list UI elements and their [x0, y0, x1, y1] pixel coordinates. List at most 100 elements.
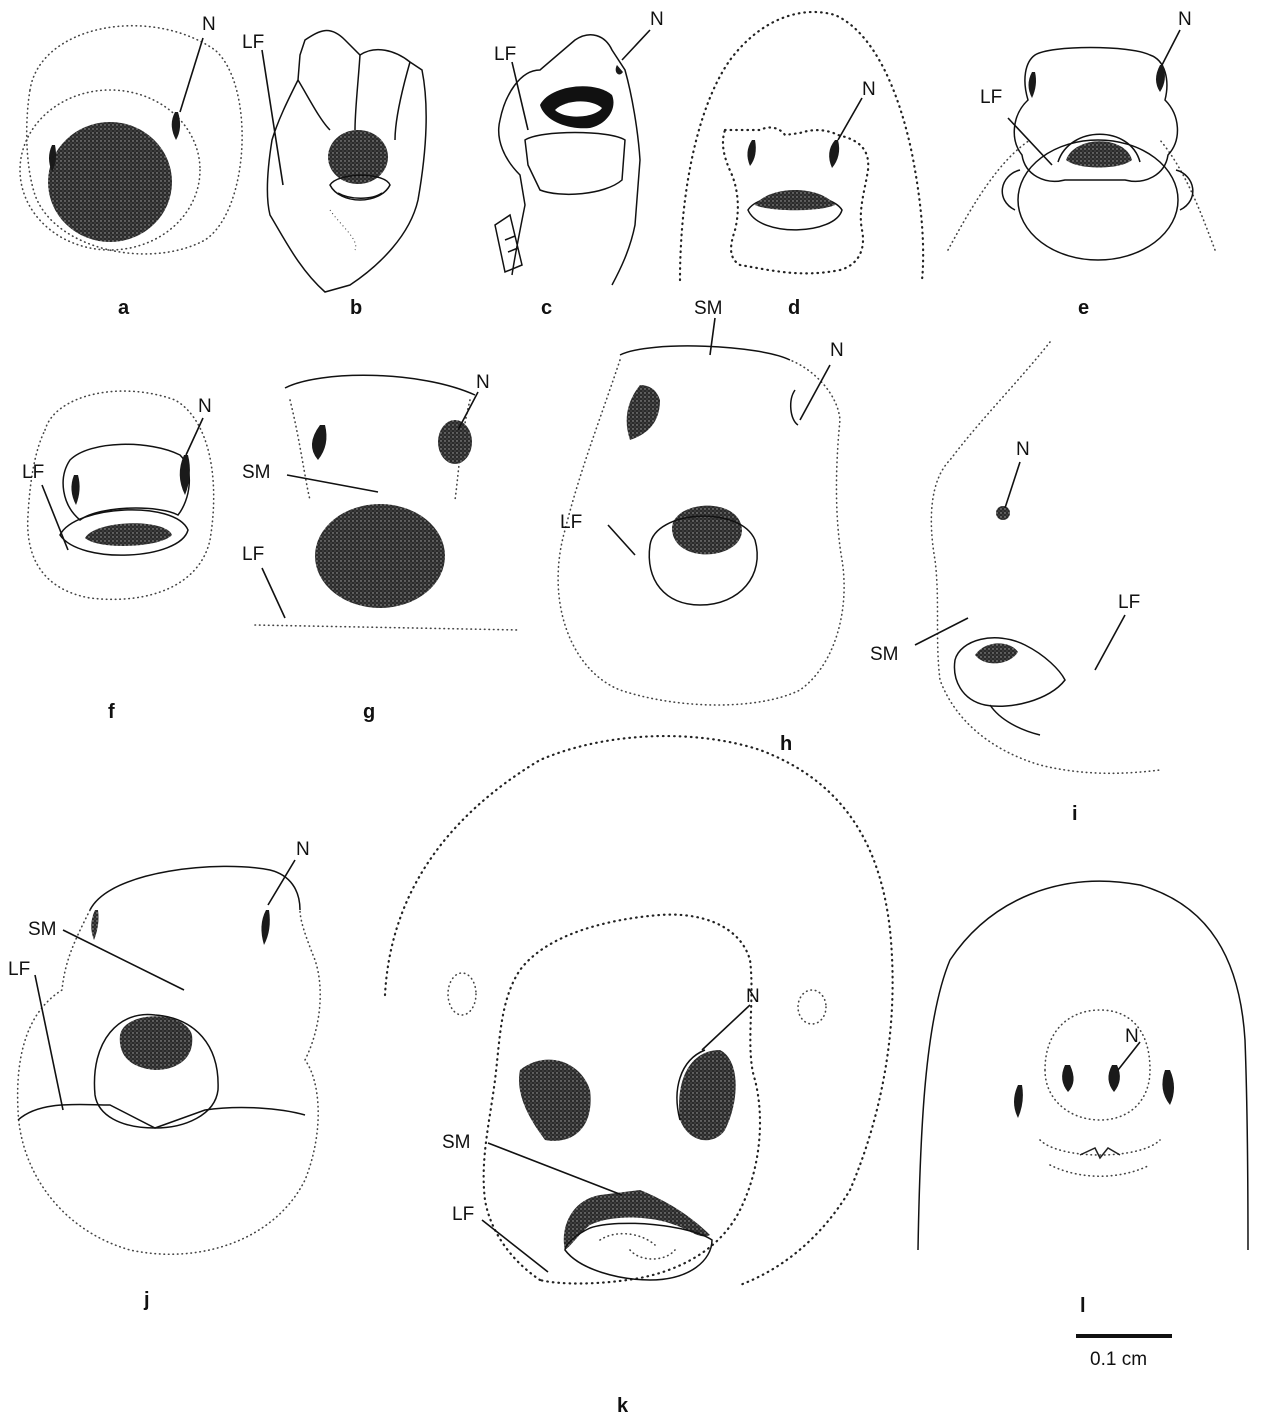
panel-g-naris-left	[312, 425, 327, 460]
panel-f: N LF f	[22, 391, 214, 723]
panel-c-label-n: N	[650, 9, 664, 30]
panel-g-naris-right	[438, 420, 472, 464]
panel-h-letter: h	[780, 733, 792, 755]
panel-c-lf-pointer	[512, 62, 528, 130]
panel-b-stipple	[330, 210, 356, 250]
panel-j-lip-line	[18, 1104, 305, 1128]
panel-g-top-outline	[285, 375, 475, 395]
panel-g-sm-pointer	[287, 475, 378, 492]
panel-l: N l 0.1 cm	[918, 881, 1248, 1370]
panel-c: N LF c	[494, 9, 664, 319]
panel-f-mouth	[85, 523, 172, 546]
panel-b-letter: b	[350, 297, 362, 319]
panel-g-lf-pointer	[262, 568, 285, 618]
panel-k-lower-lip	[565, 1223, 712, 1280]
panel-d-naris-left	[747, 140, 755, 166]
panel-b-folds	[298, 55, 410, 140]
panel-e: N LF e	[948, 9, 1215, 319]
panel-g-label-n: N	[476, 372, 490, 393]
panel-e-letter: e	[1078, 297, 1089, 319]
panel-e-lateral	[1002, 170, 1193, 210]
panel-l-label-n: N	[1125, 1026, 1139, 1047]
panel-k-label-sm: SM	[442, 1132, 471, 1153]
panel-f-label-n: N	[198, 396, 212, 417]
panel-k-letter: k	[617, 1395, 629, 1417]
panel-e-label-n: N	[1178, 9, 1192, 30]
panel-j-head	[18, 910, 321, 1254]
panel-k-lip-detail	[600, 1234, 675, 1259]
panel-c-n-pointer	[622, 30, 650, 60]
panel-d-letter: d	[788, 297, 800, 319]
panel-l-eye-right	[1162, 1070, 1174, 1105]
panel-i-label-n: N	[1016, 439, 1030, 460]
panel-a-mouth	[48, 122, 172, 242]
panel-i-label-lf: LF	[1118, 592, 1140, 613]
panel-c-lower-lip	[525, 133, 625, 195]
panel-h-n-pointer	[800, 365, 830, 420]
panel-i-naris	[996, 506, 1010, 520]
panel-b: LF b	[242, 31, 426, 319]
panel-i: N SM LF i	[870, 342, 1160, 825]
panel-e-mouth	[1066, 141, 1132, 167]
panel-d-naris-right	[829, 140, 839, 168]
panel-g-mouth	[315, 504, 445, 608]
panel-k-eye-left	[448, 973, 476, 1015]
panel-h-top-outline	[620, 346, 790, 360]
panel-d-label-n: N	[862, 79, 876, 100]
panel-e-naris-right	[1156, 65, 1165, 92]
panel-k-label-n: N	[746, 986, 760, 1007]
panel-l-head-outline	[918, 881, 1248, 1250]
panel-g-label-sm: SM	[242, 462, 271, 483]
panel-j-label-sm: SM	[28, 919, 57, 940]
panel-j-lf-pointer	[35, 975, 63, 1110]
panel-l-mouth	[1080, 1148, 1120, 1158]
panel-k-lf-pointer	[482, 1220, 548, 1272]
panel-j-label-n: N	[296, 839, 310, 860]
panel-a-label-n: N	[202, 14, 216, 35]
panel-d-mouth	[755, 190, 835, 210]
panel-d: N d	[680, 12, 923, 319]
panel-k-eye-right	[798, 990, 826, 1024]
panel-f-letter: f	[108, 701, 115, 723]
panel-e-n-pointer	[1162, 30, 1180, 65]
panel-f-naris-left	[71, 475, 79, 505]
panel-h-lf-pointer	[608, 525, 635, 555]
panel-a-naris-right	[172, 112, 180, 140]
panel-a: N a	[20, 14, 242, 319]
panel-h-naris-left	[627, 385, 660, 440]
panel-a-n-pointer	[180, 38, 203, 112]
panel-h-mouth	[672, 506, 742, 555]
panel-h-sm-pointer	[710, 318, 715, 355]
panel-j-sm-pointer	[63, 930, 184, 990]
panel-j-naris-left	[91, 910, 98, 940]
panel-d-n-pointer	[838, 98, 862, 140]
panel-g-n-pointer	[458, 392, 478, 430]
scale-bar-label: 0.1 cm	[1090, 1349, 1147, 1370]
panel-j-letter: j	[143, 1289, 150, 1311]
panel-f-snout	[63, 444, 189, 520]
panel-a-letter: a	[118, 297, 130, 319]
panel-b-label-lf: LF	[242, 32, 264, 53]
panel-i-mouth	[975, 643, 1018, 663]
panel-j-mouth	[120, 1016, 193, 1070]
panel-k-label-lf: LF	[452, 1204, 474, 1225]
panel-h: SM N LF h	[558, 298, 844, 755]
panel-l-naris-left	[1062, 1065, 1073, 1092]
panel-h-label-lf: LF	[560, 512, 582, 533]
panel-c-label-lf: LF	[494, 44, 516, 65]
panel-i-sm-pointer	[915, 618, 968, 645]
panel-f-n-pointer	[186, 418, 203, 455]
panel-h-naris-right	[791, 390, 798, 425]
panel-j-naris-right	[261, 910, 269, 945]
panel-k: N SM LF k	[385, 736, 893, 1417]
panel-h-label-sm: SM	[694, 298, 723, 319]
panel-f-head	[28, 391, 214, 599]
panel-k-mouth	[564, 1190, 710, 1250]
panel-i-label-sm: SM	[870, 644, 899, 665]
panel-i-n-pointer	[1005, 462, 1020, 508]
panel-j: N SM LF j	[8, 839, 320, 1311]
panel-i-profile	[931, 342, 1160, 773]
panel-j-label-lf: LF	[8, 959, 30, 980]
panel-k-sm-pointer	[488, 1143, 622, 1195]
panel-l-eye-left	[1014, 1085, 1023, 1118]
